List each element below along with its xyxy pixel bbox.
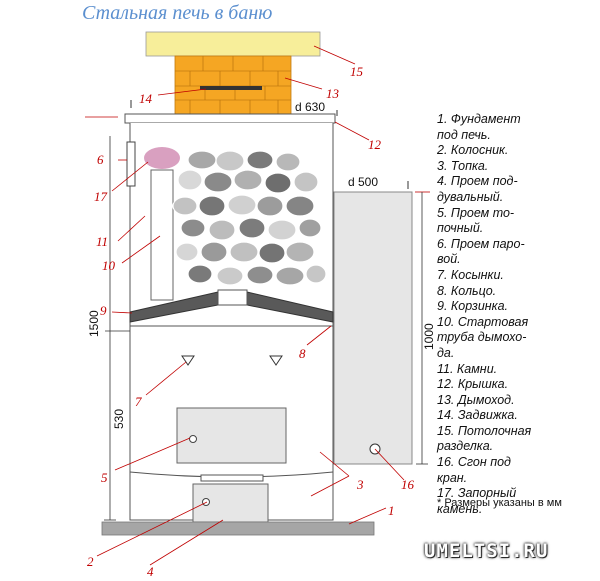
callout-8: 8 xyxy=(299,346,306,361)
dim-height-tank: 1000 xyxy=(422,323,436,350)
units-note: * Размеры указаны в мм xyxy=(437,497,562,509)
chimney-bricks xyxy=(174,55,292,115)
stones xyxy=(172,150,327,286)
legend-item: 1. Фундамент под печь. xyxy=(437,112,521,142)
water-tank xyxy=(333,191,413,465)
legend-item: 6. Проем паро- вой. xyxy=(437,236,525,267)
callout-14: 14 xyxy=(139,91,153,106)
callout-7: 7 xyxy=(135,394,142,409)
callout-16: 16 xyxy=(401,477,415,492)
site-watermark: UMELTSI.RU xyxy=(424,540,549,562)
legend-item: 10. Стартовая труба дымохо- да. xyxy=(437,314,529,360)
foundation xyxy=(101,521,375,536)
callout-4: 4 xyxy=(147,564,154,579)
dim-height-total: 1500 xyxy=(87,310,101,337)
legend-item: 17. Запорный камень. xyxy=(437,486,517,516)
firebox-door xyxy=(176,407,287,464)
legend-item: 15. Потолочная разделка. xyxy=(437,423,532,454)
legend-item: 2. Колосник. xyxy=(437,143,509,158)
callout-13: 13 xyxy=(326,86,340,101)
callout-2: 2 xyxy=(87,554,94,569)
legend-item: 11. Камни. xyxy=(437,361,498,376)
callout-5: 5 xyxy=(101,470,108,485)
legend-item: 9. Корзинка. xyxy=(437,299,508,314)
stopper-stone xyxy=(144,147,180,169)
legend-item: 4. Проем под- дувальный. xyxy=(437,174,518,204)
legend-item: 12. Крышка. xyxy=(437,377,509,392)
callout-3: 3 xyxy=(356,477,364,492)
legend-list: 1. Фундамент под печь. 2. Колосник. 3. Т… xyxy=(437,112,597,517)
ceiling-cutout xyxy=(145,31,321,57)
callout-15: 15 xyxy=(350,64,364,79)
dim-top-diameter: d 630 xyxy=(295,100,325,114)
steam-door-handle xyxy=(126,141,136,187)
callout-leaders xyxy=(96,45,405,566)
callout-1: 1 xyxy=(388,503,395,518)
legend-item: 7. Косынки. xyxy=(437,267,504,282)
legend-item: 5. Проем то- почный. xyxy=(437,205,515,236)
diagram-title: Стальная печь в баню xyxy=(82,2,273,24)
callout-9: 9 xyxy=(100,303,107,318)
damper xyxy=(200,86,262,90)
dim-height-firebox: 530 xyxy=(112,409,126,429)
stone-basket xyxy=(129,289,334,323)
legend-item: 3. Топка. xyxy=(437,158,489,173)
callout-10: 10 xyxy=(102,258,116,273)
callout-11: 11 xyxy=(96,234,108,249)
stove-lid xyxy=(124,113,336,124)
legend-item: 16. Сгон под кран. xyxy=(437,455,511,485)
start-pipe xyxy=(150,169,174,301)
gusset-right xyxy=(269,355,283,366)
legend-item: 14. Задвижка. xyxy=(437,408,518,423)
grate xyxy=(200,474,264,482)
callout-12: 12 xyxy=(368,137,382,152)
legend-item: 13. Дымоход. xyxy=(437,392,515,407)
dim-tank-diameter: d 500 xyxy=(348,175,378,189)
legend-item: 8. Кольцо. xyxy=(437,283,497,298)
callout-17: 17 xyxy=(94,189,108,204)
callout-6: 6 xyxy=(97,152,104,167)
gusset-left xyxy=(181,355,195,366)
